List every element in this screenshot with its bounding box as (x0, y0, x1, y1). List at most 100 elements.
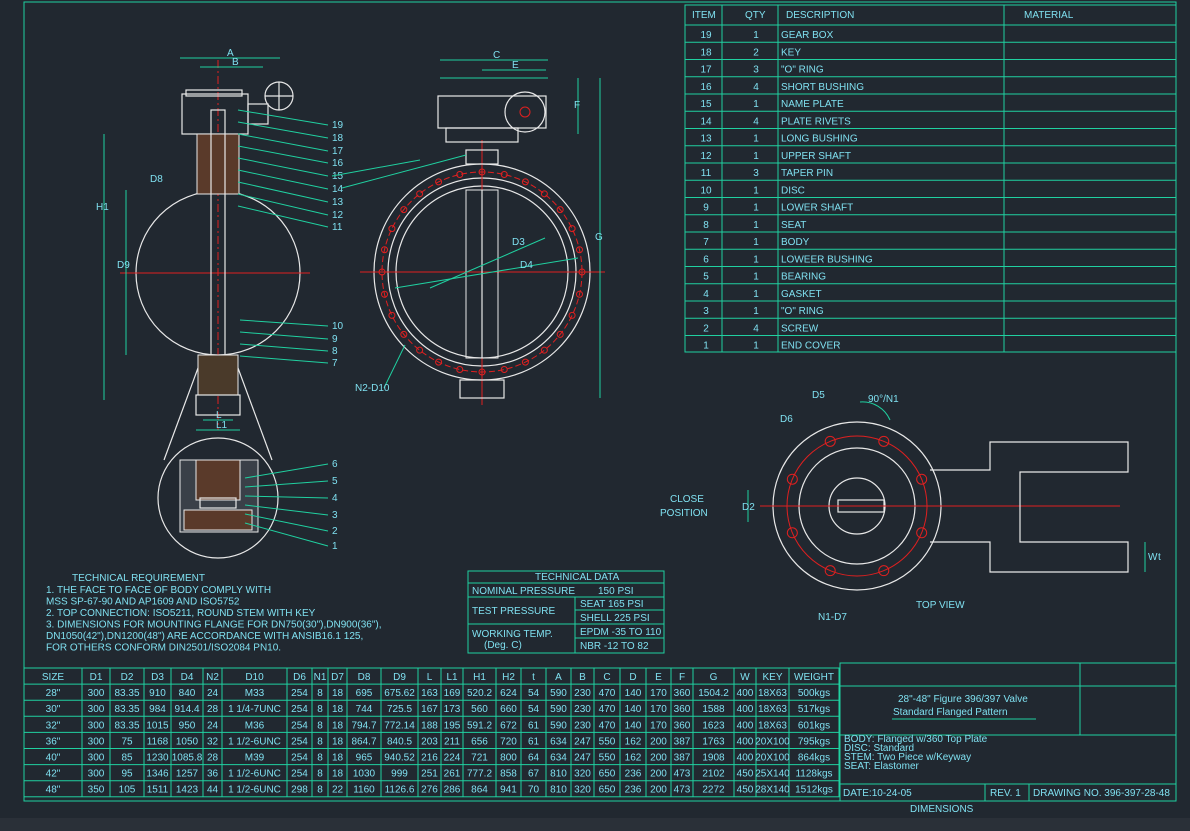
dim-cell: 167 (421, 704, 438, 715)
dim-cell: 810 (550, 785, 567, 796)
dim-cell: 8 (317, 785, 323, 796)
test-pressure-label: TEST PRESSURE (472, 606, 555, 617)
parts-cell-qty: 4 (753, 116, 759, 127)
nbr-range: NBR -12 TO 82 (580, 641, 649, 652)
bolt-hole (500, 365, 508, 373)
dim-cell: 95 (121, 769, 133, 780)
dim-E: E (512, 60, 519, 71)
dim-cell: 140 (625, 720, 642, 731)
parts-cell-item: 14 (700, 116, 712, 127)
parts-cell-desc: SEAT (781, 220, 806, 231)
dim-D5: D5 (812, 390, 825, 401)
parts-cell-item: 5 (703, 272, 709, 283)
parts-cell-desc: END COVER (781, 341, 840, 352)
dim-cell: 300 (88, 704, 105, 715)
dim-cell: 300 (88, 736, 105, 747)
dim-header: D9 (393, 672, 406, 683)
parts-cell-desc: GASKET (781, 289, 822, 300)
drawing-border (23, 1, 1177, 802)
dim-cell: 1168 (147, 736, 169, 747)
mount-hole (824, 435, 836, 447)
mount-hole (916, 527, 928, 539)
dim-cell: 286 (444, 785, 461, 796)
dim-cell: 20X100 (755, 736, 790, 747)
dim-cell: 695 (356, 688, 373, 699)
dim-header: A (555, 672, 562, 683)
dim-cell: 387 (674, 753, 691, 764)
dim-cell: 18X63 (758, 720, 787, 731)
bolt-hole (381, 290, 389, 298)
bolt-hole (575, 290, 583, 298)
spec-stem: STEM: Two Piece w/Keyway (844, 752, 971, 763)
parts-cell-desc: SCREW (781, 323, 819, 334)
parts-cell-qty: 1 (753, 99, 759, 110)
parts-cell-qty: 1 (753, 341, 759, 352)
parts-cell-desc: DISC (781, 185, 805, 196)
dim-cell: 744 (356, 704, 373, 715)
dim-cell: 725.5 (387, 704, 412, 715)
dim-cell: 42" (46, 769, 61, 780)
dim-cell: 48" (46, 785, 61, 796)
dim-header: D6 (293, 672, 306, 683)
parts-cell-item: 8 (703, 220, 709, 231)
parts-cell-item: 11 (701, 168, 712, 179)
dim-cell: 247 (574, 753, 591, 764)
dim-cell: 517kgs (798, 704, 830, 715)
dim-cell: 1085.8 (172, 753, 203, 764)
dim-cell: M36 (245, 720, 265, 731)
dim-cell: 200 (650, 785, 667, 796)
bolt-hole (456, 171, 464, 179)
dim-W: W (1148, 552, 1158, 563)
parts-cell-qty: 1 (753, 151, 759, 162)
front-view: C E F G D3 D4 N2-D10 (331, 50, 605, 405)
leader-label: 10 (332, 321, 344, 332)
bolt-hole (400, 206, 408, 214)
top-view: D2 W t D5 D6 N1-D7 90°/N1 TOP VIEW CLOSE… (660, 390, 1161, 623)
dim-cell: 8 (317, 720, 323, 731)
dim-cell: 67 (528, 769, 540, 780)
leader-label: 14 (332, 184, 344, 195)
dim-cell: 840 (179, 688, 196, 699)
dim-cell: 2272 (702, 785, 725, 796)
dim-cell: 320 (574, 785, 591, 796)
dim-header: L1 (446, 672, 458, 683)
dim-cell: 162 (625, 736, 642, 747)
shell-pressure: SHELL 225 PSI (580, 613, 650, 624)
tech-data-title: TECHNICAL DATA (535, 572, 620, 583)
dim-cell: 170 (650, 688, 667, 699)
bolt-hole (416, 190, 424, 198)
dim-cell: 169 (444, 688, 461, 699)
dim-cell: 810 (550, 769, 567, 780)
dim-cell: 1588 (702, 704, 725, 715)
dim-header: D7 (331, 672, 344, 683)
dim-cell: 1257 (176, 769, 199, 780)
parts-cell-desc: BEARING (781, 272, 826, 283)
dim-header: D10 (245, 672, 264, 683)
dim-cell: 236 (625, 785, 642, 796)
dim-cell: 450 (737, 785, 754, 796)
parts-cell-qty: 3 (753, 168, 759, 179)
parts-cell-item: 2 (703, 323, 709, 334)
dim-cell: 400 (737, 736, 754, 747)
leader-label: 4 (332, 493, 338, 504)
leader-label: 3 (332, 510, 338, 521)
dim-header: SIZE (42, 672, 65, 683)
parts-cell-qty: 4 (753, 82, 759, 93)
dim-D4: D4 (520, 260, 533, 271)
dim-cell: 8 (317, 704, 323, 715)
dim-cell: 590 (550, 720, 567, 731)
dim-cell: 170 (650, 720, 667, 731)
dim-C: C (493, 50, 500, 61)
bolt-hole (540, 190, 548, 198)
dim-cell: 163 (421, 688, 438, 699)
dim-cell: 590 (550, 704, 567, 715)
dim-cell: 1 1/2-6UNC (228, 736, 281, 747)
dim-cell: 230 (574, 688, 591, 699)
dim-cell: 470 (599, 704, 616, 715)
title-line1: 28"-48" Figure 396/397 Valve (898, 694, 1028, 705)
dim-cell: 400 (737, 704, 754, 715)
parts-cell-qty: 1 (753, 134, 759, 145)
dim-N1-D7: N1-D7 (818, 612, 847, 623)
